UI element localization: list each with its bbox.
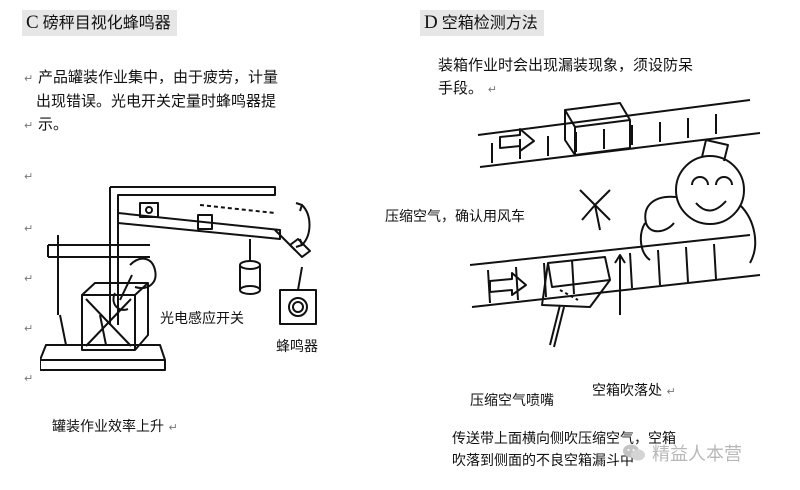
section-d-description: 装箱作业时会出现漏装现象，须设防呆 手段。 ↵ (438, 54, 778, 101)
caption-c-text: 罐装作业效率上升 (52, 419, 164, 435)
section-c-caption: 罐装作业效率上升 ↵ (52, 419, 178, 435)
section-d-title: 空箱检测方法 (441, 13, 538, 32)
label-empty-box-drop: 空箱吹落处 ↵ (592, 383, 676, 399)
d-desc-line-2: 手段。 (438, 79, 484, 97)
watermark-text: 精益人本营 (652, 444, 742, 465)
desc-line-2: 出现错误。光电开关定量时蜂鸣器提 (36, 92, 277, 110)
section-d-caption: 传送带上面横向侧吹压缩空气，空箱 吹落到侧面的不良空箱漏斗中 (452, 428, 782, 472)
label-windmill: 压缩空气，确认用风车 (385, 209, 525, 225)
conveyor-illustration (470, 99, 761, 348)
label-drop-text: 空箱吹落处 (592, 383, 662, 399)
desc-line-3: 示。 (38, 115, 69, 133)
watermark: 精益人本营 (622, 440, 742, 466)
section-d-letter: D (424, 12, 438, 33)
caption-d-line-2: 吹落到侧面的不良空箱漏斗中 (452, 453, 634, 469)
paragraph-marks: ↵↵↵ ↵↵ (24, 170, 34, 385)
label-buzzer: 蜂鸣器 (276, 339, 318, 355)
section-c-letter: C (26, 12, 39, 33)
d-desc-line-1: 装箱作业时会出现漏装现象，须设防呆 (438, 56, 694, 74)
label-photoelectric-switch: 光电感应开关 (160, 311, 244, 327)
label-air-nozzle: 压缩空气喷嘴 (470, 393, 554, 409)
section-c-title: 磅秤目视化蜂鸣器 (42, 13, 171, 32)
section-c-description: ↵ 产品罐装作业集中，由于疲劳，计量 出现错误。光电开关定量时蜂鸣器提 ↵ 示。 (24, 68, 279, 133)
caption-d-line-1: 传送带上面横向侧吹压缩空气，空箱 (452, 431, 676, 447)
desc-line-1: 产品罐装作业集中，由于疲劳，计量 (38, 68, 279, 86)
scale-illustration (40, 186, 317, 371)
wechat-icon (623, 444, 645, 461)
